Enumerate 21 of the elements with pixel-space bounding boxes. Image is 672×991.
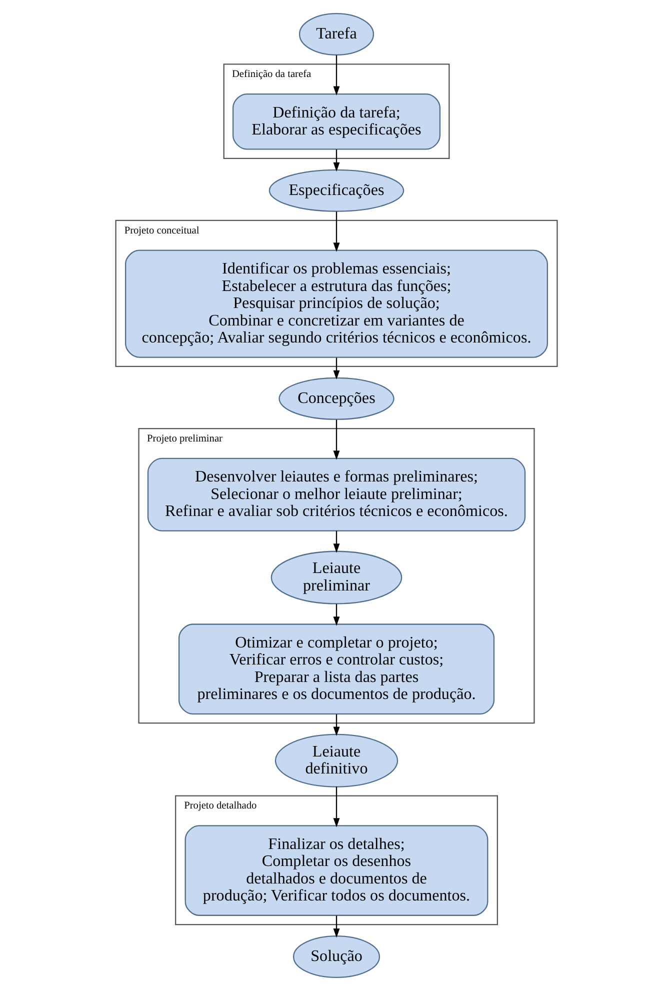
arrow: [332, 420, 340, 460]
arrow: [332, 530, 340, 553]
node-ellipse: Especificações: [268, 169, 404, 212]
node-ellipse: Solução: [292, 935, 380, 978]
node-box: Desenvolver leiautes e formas preliminares; Selecionar o melhor leiaute preliminar; Refinar e avaliar sob critérios técnicos e econômicos.: [146, 458, 526, 532]
node-ellipse: Concepções: [278, 377, 394, 420]
arrow: [332, 604, 340, 626]
arrow: [332, 55, 340, 96]
node-ellipse: Leiaute preliminar: [270, 550, 402, 604]
node-ellipse: Tarefa: [298, 12, 374, 56]
arrow: [332, 786, 340, 828]
arrow: [332, 714, 340, 736]
arrow: [332, 916, 340, 938]
node-box: Definição da tarefa; Elaborar as especificações: [232, 93, 440, 150]
arrow: [332, 212, 340, 252]
node-ellipse: Leiaute definitivo: [274, 734, 398, 788]
arrow: [332, 150, 340, 172]
node-box: Identificar os problemas essenciais; Estabelecer a estrutura das funções; Pesquisar princípios de solução; Combinar e concretizar em variantes de concepção; Avaliar segundo critérios técnicos e econômicos.: [124, 250, 548, 358]
node-box: Finalizar os detalhes; Completar os desenhos detalhados e documentos de produção; Verificar todos os documentos.: [184, 825, 488, 916]
node-box: Otimizar e completar o projeto; Verificar erros e controlar custos; Preparar a lista das partes preliminares e os documentos de produção.: [178, 624, 494, 714]
arrow: [332, 358, 340, 380]
